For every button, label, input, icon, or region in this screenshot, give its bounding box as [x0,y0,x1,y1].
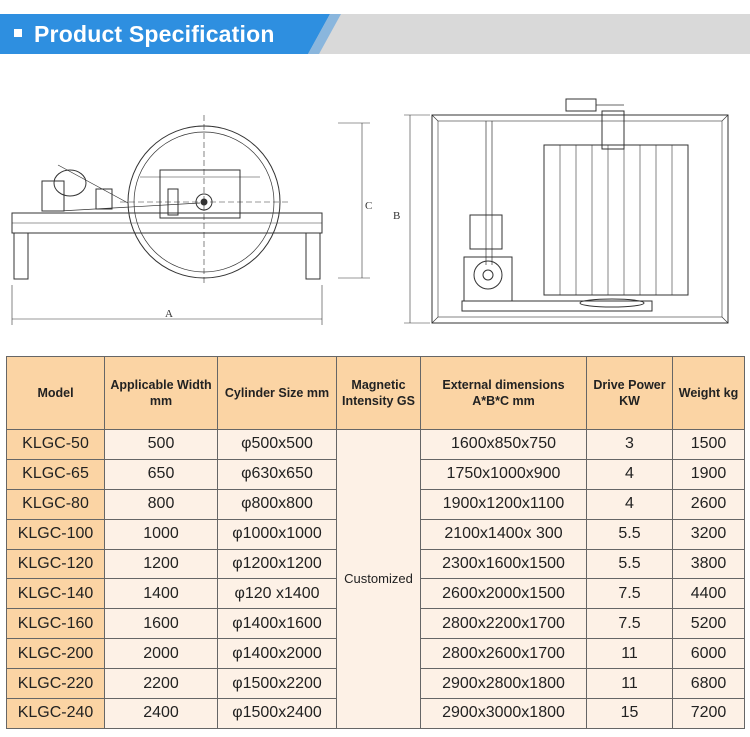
header-width: Applicable Width mm [104,356,218,430]
cell-weight: 6000 [672,638,745,670]
spec-table: Model Applicable Width mm Cylinder Size … [6,356,745,729]
cell-width: 1400 [104,578,218,610]
cell-weight: 5200 [672,608,745,640]
banner-background [0,14,750,54]
table-row: KLGC-140 1400 φ120 x1400 2600x2000x1500 … [6,578,745,610]
cell-weight: 4400 [672,578,745,610]
table-row: KLGC-160 1600 φ1400x1600 2800x2200x1700 … [6,608,745,640]
header-magnetic: Magnetic Intensity GS [336,356,421,430]
cell-width: 650 [104,458,218,490]
cell-model: KLGC-160 [6,608,105,640]
header-cylinder: Cylinder Size mm [217,356,337,430]
cell-weight: 3200 [672,518,745,550]
cell-power: 7.5 [586,578,673,610]
table-row: KLGC-200 2000 φ1400x2000 2800x2600x1700 … [6,638,745,670]
technical-drawings: C A [0,85,750,335]
table-row: KLGC-65 650 φ630x650 1750x1000x900 4 190… [6,458,745,490]
cell-dimensions: 2100x1400x 300 [420,518,587,550]
cell-dimensions: 1900x1200x1100 [420,488,587,520]
cell-dimensions: 2900x3000x1800 [420,698,587,729]
dimension-label-c: C [365,200,372,212]
cell-dimensions: 2600x2000x1500 [420,578,587,610]
cell-weight: 7200 [672,698,745,729]
cell-dimensions: 1600x850x750 [420,429,587,460]
header-weight: Weight kg [672,356,745,430]
table-row: KLGC-50 500 φ500x500 Customized 1600x850… [6,429,745,729]
cell-cylinder: φ500x500 [217,429,337,460]
cell-weight: 6800 [672,668,745,700]
cell-power: 3 [586,429,673,460]
cell-width: 1000 [104,518,218,550]
cell-cylinder: φ1500x2200 [217,668,337,700]
cell-model: KLGC-220 [6,668,105,700]
cell-width: 2000 [104,638,218,670]
table-header-row: Model Applicable Width mm Cylinder Size … [6,356,745,430]
cell-model: KLGC-100 [6,518,105,550]
cell-model: KLGC-240 [6,698,105,729]
cell-power: 5.5 [586,518,673,550]
cell-cylinder: φ800x800 [217,488,337,520]
cell-power: 4 [586,458,673,490]
cell-weight: 1900 [672,458,745,490]
cell-cylinder: φ630x650 [217,458,337,490]
cell-cylinder: φ120 x1400 [217,578,337,610]
cell-magnetic-intensity: Customized [336,429,421,729]
banner-title-wrap: Product Specification [14,19,275,49]
cell-weight: 1500 [672,429,745,460]
cell-model: KLGC-120 [6,548,105,580]
bullet-square-icon [14,28,22,37]
cell-width: 500 [104,429,218,460]
cell-model: KLGC-200 [6,638,105,670]
header-dimensions: External dimensions A*B*C mm [420,356,587,430]
cell-dimensions: 2900x2800x1800 [420,668,587,700]
cell-width: 800 [104,488,218,520]
cell-cylinder: φ1000x1000 [217,518,337,550]
cell-power: 5.5 [586,548,673,580]
drawings-svg: C A [11,98,729,325]
cell-weight: 2600 [672,488,745,520]
cell-cylinder: φ1400x2000 [217,638,337,670]
cell-width: 1600 [104,608,218,640]
cell-cylinder: φ1500x2400 [217,698,337,729]
table-row: KLGC-80 800 φ800x800 1900x1200x1100 4 26… [6,488,745,520]
section-title: Product Specification [34,21,275,47]
table-row: KLGC-120 1200 φ1200x1200 2300x1600x1500 … [6,548,745,580]
cell-dimensions: 2300x1600x1500 [420,548,587,580]
cell-model: KLGC-80 [6,488,105,520]
dimension-label-a: A [165,308,173,320]
header-model: Model [6,356,105,430]
cell-dimensions: 2800x2200x1700 [420,608,587,640]
cell-cylinder: φ1200x1200 [217,548,337,580]
cell-power: 7.5 [586,608,673,640]
cell-power: 11 [586,638,673,670]
cell-model: KLGC-65 [6,458,105,490]
table-row: KLGC-240 2400 φ1500x2400 2900x3000x1800 … [6,698,745,729]
dimension-label-b: B [393,210,400,222]
cell-weight: 3800 [672,548,745,580]
cell-power: 15 [586,698,673,729]
cell-dimensions: 2800x2600x1700 [420,638,587,670]
table-row: KLGC-100 1000 φ1000x1000 2100x1400x 300 … [6,518,745,550]
front-view-drawing [404,98,729,324]
cell-power: 11 [586,668,673,700]
cell-width: 2200 [104,668,218,700]
cell-width: 1200 [104,548,218,580]
section-banner: Product Specification [0,14,750,54]
cell-power: 4 [586,488,673,520]
cell-width: 2400 [104,698,218,729]
table-row: KLGC-220 2200 φ1500x2200 2900x2800x1800 … [6,668,745,700]
side-view-drawing [11,115,370,325]
header-power: Drive Power KW [586,356,673,430]
cell-model: KLGC-50 [6,429,105,460]
cell-cylinder: φ1400x1600 [217,608,337,640]
cell-dimensions: 1750x1000x900 [420,458,587,490]
cell-model: KLGC-140 [6,578,105,610]
